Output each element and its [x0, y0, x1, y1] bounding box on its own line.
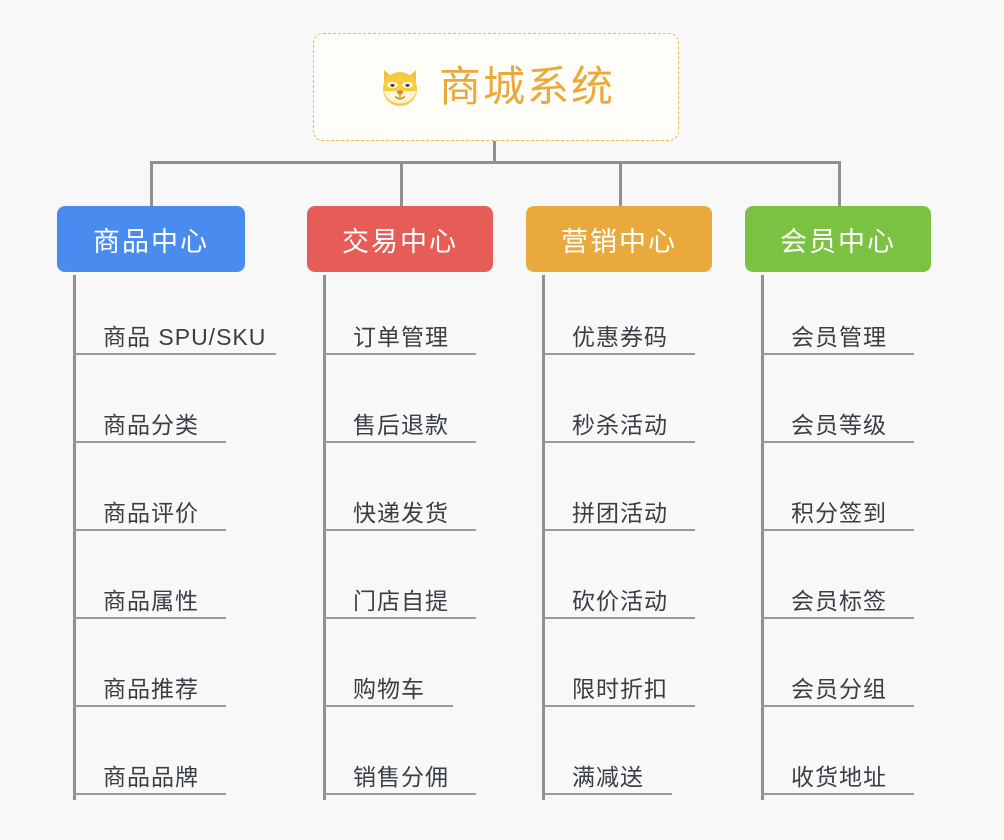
- branch-head-3[interactable]: 营销中心: [526, 206, 712, 272]
- list-item-label: 商品品牌: [103, 764, 199, 790]
- leaf-rule: [542, 793, 672, 795]
- list-item-label: 满减送: [572, 764, 644, 790]
- list-item-label: 商品 SPU/SKU: [103, 324, 267, 350]
- leaf-rule: [323, 793, 476, 795]
- leaf-rule: [542, 529, 695, 531]
- leaf-rule: [323, 529, 476, 531]
- list-item-label: 商品属性: [103, 588, 199, 614]
- list-item-label: 积分签到: [791, 500, 887, 526]
- leaf-rule: [761, 353, 914, 355]
- connector-drop-2: [400, 161, 403, 207]
- list-item-label: 商品推荐: [103, 676, 199, 702]
- list-item-label: 购物车: [353, 676, 425, 702]
- list-item-label: 快递发货: [353, 500, 449, 526]
- leaf-rule: [73, 705, 226, 707]
- leaf-rule: [73, 441, 226, 443]
- connector-horizontal-bar: [150, 161, 840, 164]
- list-item-label: 商品评价: [103, 500, 199, 526]
- leaf-rule: [761, 529, 914, 531]
- connector-drop-3: [619, 161, 622, 207]
- list-item-label: 售后退款: [353, 412, 449, 438]
- leaf-rule: [542, 617, 695, 619]
- leaf-rule: [73, 353, 276, 355]
- leaf-rule: [323, 441, 476, 443]
- leaf-rule: [73, 617, 226, 619]
- leaf-rule: [542, 441, 695, 443]
- branch-spine-1: [73, 275, 76, 800]
- branch-head-1[interactable]: 商品中心: [57, 206, 245, 272]
- leaf-rule: [73, 529, 226, 531]
- list-item-label: 商品分类: [103, 412, 199, 438]
- list-item-label: 订单管理: [353, 324, 449, 350]
- leaf-rule: [323, 617, 476, 619]
- list-item-label: 收货地址: [791, 764, 887, 790]
- list-item-label: 门店自提: [353, 588, 449, 614]
- dog-face-icon: [377, 64, 423, 110]
- root-title: 商城系统: [438, 63, 615, 110]
- list-item-label: 会员等级: [791, 412, 887, 438]
- leaf-rule: [542, 705, 695, 707]
- branch-head-4[interactable]: 会员中心: [745, 206, 931, 272]
- branch-head-2[interactable]: 交易中心: [307, 206, 493, 272]
- root-node[interactable]: 商城系统: [313, 33, 679, 141]
- connector-drop-1: [150, 161, 153, 207]
- list-item-label: 销售分佣: [353, 764, 449, 790]
- leaf-rule: [323, 705, 453, 707]
- leaf-rule: [323, 353, 476, 355]
- list-item-label: 限时折扣: [572, 676, 668, 702]
- list-item-label: 会员标签: [791, 588, 887, 614]
- list-item-label: 优惠券码: [572, 324, 668, 350]
- leaf-rule: [73, 793, 226, 795]
- list-item-label: 砍价活动: [572, 588, 668, 614]
- leaf-rule: [761, 617, 914, 619]
- list-item-label: 秒杀活动: [572, 412, 668, 438]
- list-item-label: 拼团活动: [572, 500, 668, 526]
- leaf-rule: [761, 705, 914, 707]
- branch-spine-4: [761, 275, 764, 800]
- leaf-rule: [761, 441, 914, 443]
- leaf-rule: [542, 353, 695, 355]
- branch-spine-3: [542, 275, 545, 800]
- leaf-rule: [761, 793, 914, 795]
- list-item-label: 会员管理: [791, 324, 887, 350]
- connector-drop-4: [838, 161, 841, 207]
- branch-spine-2: [323, 275, 326, 800]
- list-item-label: 会员分组: [791, 676, 887, 702]
- connector-root-stem: [493, 141, 496, 164]
